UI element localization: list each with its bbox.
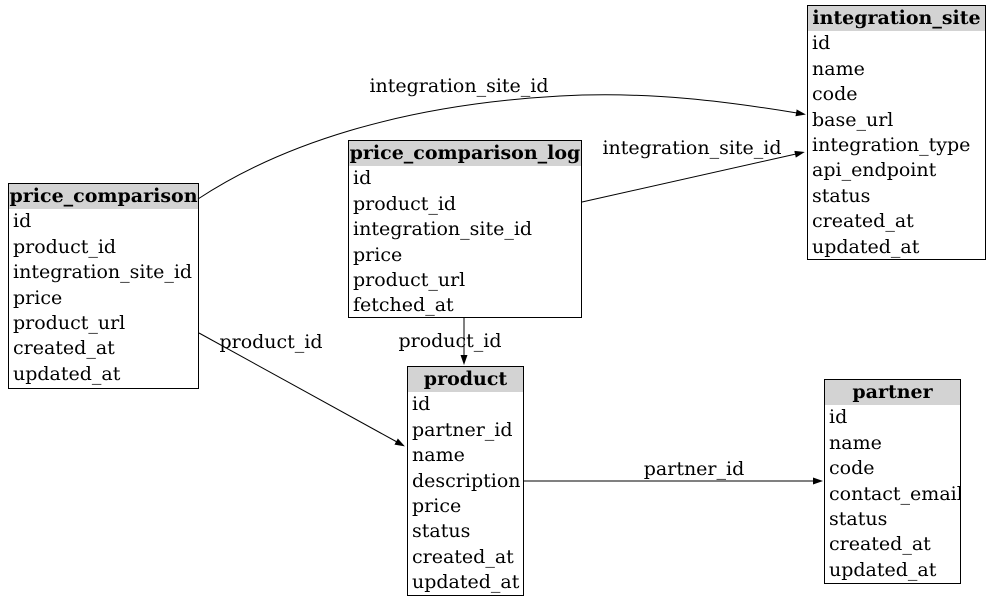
edge-label-product-partner: partner_id — [643, 458, 745, 480]
column-row: base_url — [812, 108, 894, 131]
column-row: fetched_at — [353, 294, 454, 317]
column-row: id — [829, 406, 848, 429]
table-price-comparison-log: price_comparison_log id product_id integ… — [348, 140, 582, 318]
column-row: integration_site_id — [353, 218, 533, 241]
column-row: price — [412, 494, 462, 517]
column-row: product_url — [13, 311, 126, 334]
column-row: status — [412, 520, 471, 543]
table-header: price_comparison — [9, 184, 198, 210]
column-row: id — [13, 210, 32, 233]
column-row: name — [829, 431, 882, 454]
column-row: product_id — [13, 235, 117, 258]
column-row: price — [353, 243, 403, 266]
table-header: partner — [825, 380, 960, 406]
edge-price-comparison-log-to-integration-site — [581, 150, 805, 203]
column-row: contact_email — [829, 482, 960, 505]
column-row: created_at — [829, 533, 931, 556]
column-row: integration_type — [812, 133, 971, 156]
edge-label-pc-integration-site: integration_site_id — [369, 75, 549, 97]
table-price-comparison: price_comparison id product_id integrati… — [8, 183, 199, 389]
column-row: id — [412, 393, 431, 416]
column-row: updated_at — [812, 235, 920, 258]
edge-label-pc-product: product_id — [219, 331, 323, 353]
column-row: code — [829, 457, 875, 480]
column-row: created_at — [412, 545, 514, 568]
column-row: updated_at — [13, 362, 121, 385]
column-row: product_id — [353, 192, 457, 215]
table-integration-site: integration_site id name code base_url i… — [807, 5, 986, 260]
table-header: product — [408, 367, 523, 393]
column-row: code — [812, 83, 858, 106]
column-row: created_at — [13, 337, 115, 360]
table-product: product id partner_id name description p… — [407, 366, 524, 596]
column-row: api_endpoint — [812, 159, 937, 182]
column-row: status — [812, 184, 871, 207]
column-row: status — [829, 507, 888, 530]
edge-label-pcl-product: product_id — [398, 330, 502, 352]
table-header: integration_site — [808, 6, 985, 32]
column-row: created_at — [812, 210, 914, 233]
column-row: name — [412, 444, 465, 467]
edge-label-pcl-integration-site: integration_site_id — [602, 137, 782, 159]
column-row: description — [412, 469, 521, 492]
column-row: id — [353, 167, 372, 190]
column-row: updated_at — [829, 558, 937, 581]
column-row: name — [812, 57, 865, 80]
column-row: updated_at — [412, 571, 520, 594]
column-row: id — [812, 32, 831, 55]
column-row: integration_site_id — [13, 261, 193, 284]
column-row: product_url — [353, 268, 466, 291]
table-header: price_comparison_log — [349, 141, 581, 167]
column-row: price — [13, 286, 63, 309]
table-partner: partner id name code contact_email statu… — [824, 379, 961, 584]
column-row: partner_id — [412, 418, 513, 441]
